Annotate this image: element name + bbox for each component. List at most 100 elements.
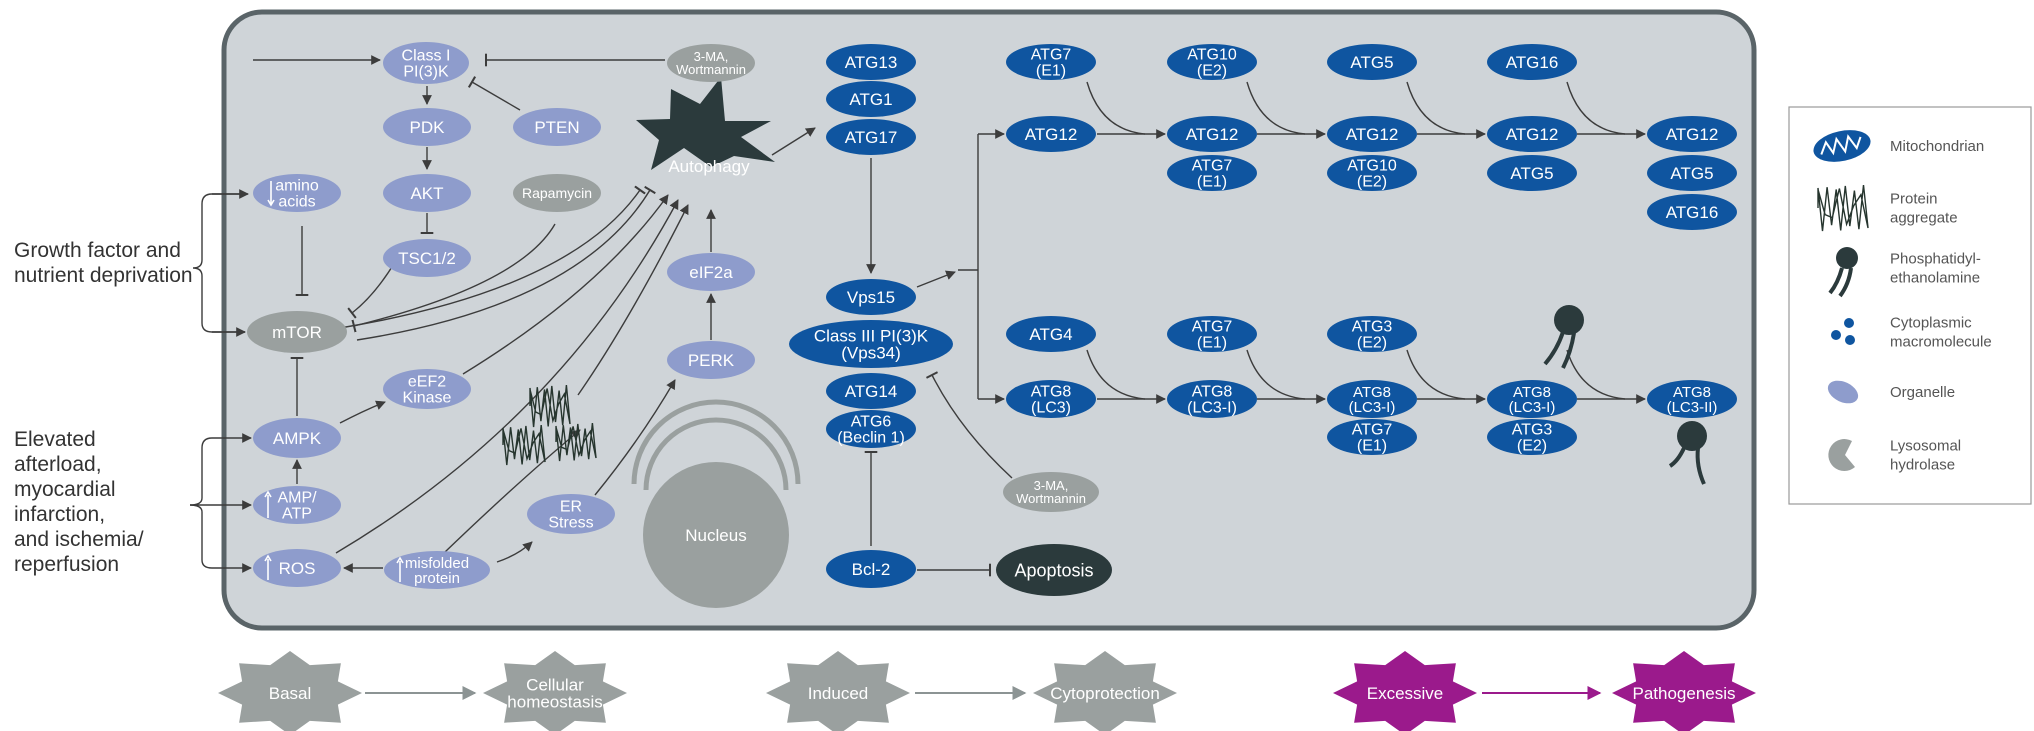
atg13-label: ATG13: [845, 53, 898, 72]
mitochondrion-icon: [1813, 130, 1871, 162]
b2-atg7-label: (E1): [1197, 335, 1227, 352]
class3-label: Class III PI(3)K: [814, 326, 929, 345]
b4-atg8-label: ATG8: [1513, 384, 1551, 401]
c4-atg5-label: ATG5: [1510, 164, 1553, 183]
b2-atg7-node: [1167, 316, 1257, 352]
misfolded-to-er-stress-arrow: [496, 541, 533, 563]
class1-label: Class I: [402, 48, 451, 65]
b4-atg3-label: (E2): [1517, 438, 1547, 455]
class3-node: [789, 320, 953, 368]
amino-node: [253, 174, 341, 212]
c3-atg10-label: (E2): [1357, 174, 1387, 191]
c2-atg7-node: [1167, 155, 1257, 191]
akt-label: AKT: [410, 184, 443, 203]
eif2a-node: [667, 253, 755, 291]
b1-atg8-node: [1006, 380, 1096, 418]
elevated-afterload-label: and ischemia/: [14, 528, 144, 551]
bottom-step-curve-2: [1246, 349, 1306, 400]
c1-atg12-node: [1006, 116, 1096, 152]
ros-to-autophagy-arrow: [335, 199, 679, 554]
growth-factor-label: nutrient deprivation: [14, 264, 193, 287]
c3-atg12-node: [1327, 116, 1417, 152]
b4-atg3-label: ATG3: [1512, 422, 1553, 439]
cell-compartment: [221, 9, 1757, 631]
c1-atg12-label: ATG12: [1025, 125, 1078, 144]
bcl2-node: [826, 550, 916, 588]
ma-wort-top-node: [667, 44, 755, 82]
c1-atg7-label: (E1): [1036, 63, 1066, 80]
eef2-label: eEF2: [408, 374, 446, 391]
bottom-step-curve-1: [1086, 349, 1146, 400]
ampatp-node: [253, 486, 341, 524]
cellular-homeostasis-star-label: Cellular: [526, 676, 584, 695]
growth-factor-label: Growth factor and: [14, 239, 181, 262]
pdk-label: PDK: [410, 118, 446, 137]
ma-wort-mid-node: [1003, 472, 1099, 512]
perk-label: PERK: [688, 351, 735, 370]
c5-atg5-node: [1647, 155, 1737, 191]
autophagy-label: Autophagy: [668, 157, 750, 176]
amino-label: amino: [275, 178, 319, 195]
c5-atg16-label: ATG16: [1666, 203, 1719, 222]
c2-atg10-node: [1167, 44, 1257, 80]
atg17-label: ATG17: [845, 128, 898, 147]
b1-atg4-label: ATG4: [1029, 325, 1072, 344]
ma-wort-mid-label: 3-MA,: [1034, 478, 1069, 493]
legend-label: Lysosomal: [1890, 438, 1961, 455]
ma-wort-top-label: Wortmannin: [676, 62, 746, 77]
mtor-label: mTOR: [272, 323, 322, 342]
elevated-afterload-label: reperfusion: [14, 553, 119, 576]
c2-atg10-label: (E2): [1197, 63, 1227, 80]
c3-atg12-label: ATG12: [1346, 125, 1399, 144]
c5-atg5-label: ATG5: [1670, 164, 1713, 183]
legend-label: macromolecule: [1890, 334, 1992, 351]
b3-atg8-label: ATG8: [1353, 384, 1391, 401]
elevated-brace: [189, 437, 213, 569]
c4-atg16-node: [1487, 44, 1577, 80]
b5-atg8-label: ATG8: [1673, 384, 1711, 401]
legend-label: aggregate: [1890, 210, 1958, 227]
wortmannin-inhibits-class3: [925, 371, 1013, 479]
b2-atg8-label: (LC3-I): [1187, 400, 1237, 417]
ma-wort-top-label: 3-MA,: [694, 49, 729, 64]
c4-atg16-label: ATG16: [1506, 53, 1559, 72]
mtor-node: [247, 311, 347, 353]
bcl2-label: Bcl-2: [852, 560, 891, 579]
b3-atg7-label: (E1): [1357, 438, 1387, 455]
ma-wort-mid-label: Wortmannin: [1016, 491, 1086, 506]
erstress-node: [527, 494, 615, 534]
erstress-label: ER: [560, 499, 582, 516]
misfolded-label: misfolded: [405, 555, 469, 572]
protein-aggregate-icon: [502, 425, 546, 466]
amino-label: acids: [278, 194, 315, 211]
growth-brace: [192, 193, 245, 333]
atg14-node: [826, 373, 916, 409]
induced-star-label: Induced: [808, 684, 869, 703]
ampk-label: AMPK: [273, 429, 322, 448]
cellular-homeostasis-star: [483, 651, 627, 731]
tsc-node: [383, 239, 471, 277]
elevated-afterload-label: myocardial: [14, 478, 116, 501]
b3-atg8-node: [1327, 380, 1417, 418]
b3-atg8-label: (LC3-I): [1349, 399, 1396, 416]
top-step-curve-3: [1406, 81, 1466, 135]
legend-label: Cytoplasmic: [1890, 315, 1972, 332]
b4-atg3-node: [1487, 419, 1577, 455]
cytoprotection-star-label: Cytoprotection: [1050, 684, 1160, 703]
cellular-homeostasis-star-label: homeostasis: [507, 693, 602, 712]
phosphatidylethanolamine-icon: [1543, 305, 1584, 369]
c2-atg7-label: (E1): [1197, 174, 1227, 191]
ampk-node: [253, 418, 341, 458]
increase-arrow-head-icon: [264, 554, 272, 562]
induced-star: [766, 651, 910, 731]
atg6-label: (Beclin 1): [837, 430, 905, 447]
phosphatidylethanolamine-icon: [1668, 421, 1707, 485]
decrease-arrow-head-icon: [267, 199, 275, 207]
autophagy-star: Autophagy: [636, 77, 775, 176]
eef2-label: Kinase: [403, 390, 452, 407]
b1-atg8-label: (LC3): [1031, 400, 1071, 417]
er-stress-to-perk-arrow: [594, 379, 676, 496]
apoptosis-label: Apoptosis: [1014, 560, 1093, 580]
atg17-node: [826, 119, 916, 155]
